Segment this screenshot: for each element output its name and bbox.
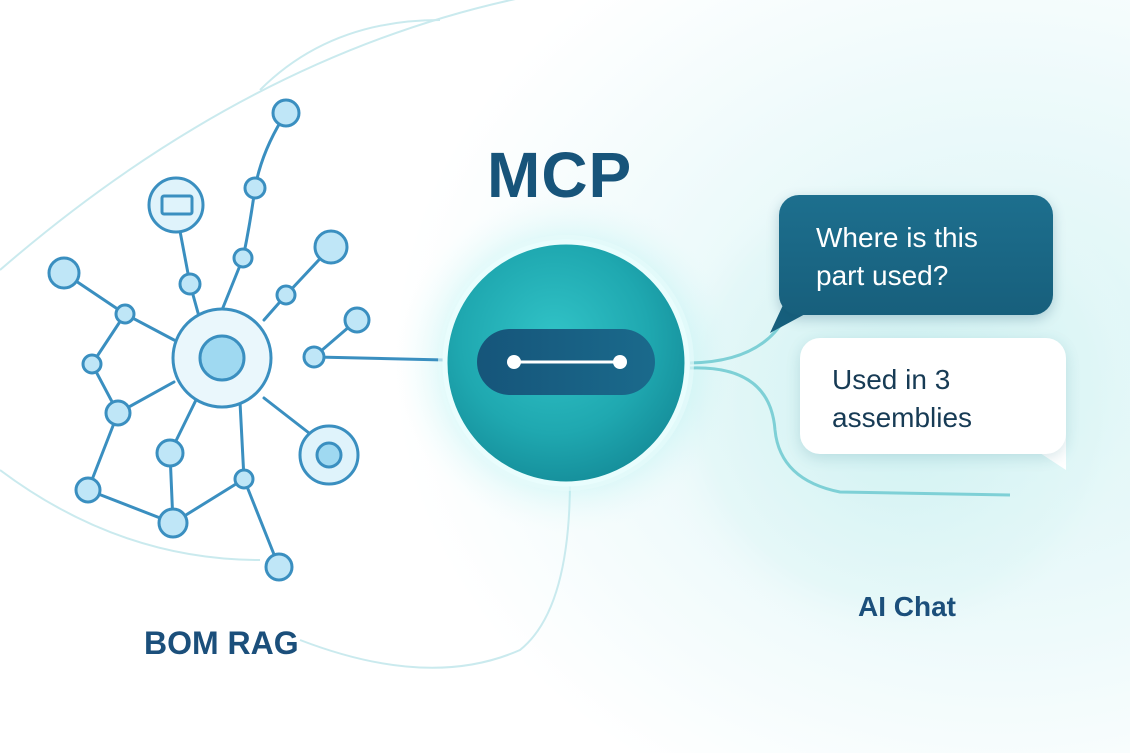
question-line-2: part used?	[816, 260, 949, 291]
target-node-icon	[298, 424, 360, 486]
question-line-1: Where is this	[816, 222, 978, 253]
network-nodes	[47, 98, 371, 582]
bom-rag-label: BOM RAG	[144, 625, 299, 661]
answer-bubble: Used in 3 assemblies	[800, 338, 1066, 454]
mcp-hub	[438, 235, 694, 491]
ai-chat-label: AI Chat	[858, 591, 956, 622]
rectangle-node-icon	[147, 176, 205, 234]
answer-line-2: assemblies	[832, 402, 973, 433]
background-arcs	[0, 0, 571, 669]
answer-line-1: Used in 3	[832, 364, 951, 395]
mcp-title: MCP	[487, 139, 633, 211]
rag-to-mcp-link	[315, 355, 446, 362]
central-node-core	[198, 334, 246, 382]
question-bubble: Where is this part used?	[779, 195, 1053, 315]
link-capsule-icon	[477, 329, 655, 395]
bom-graph-icon	[47, 98, 371, 582]
